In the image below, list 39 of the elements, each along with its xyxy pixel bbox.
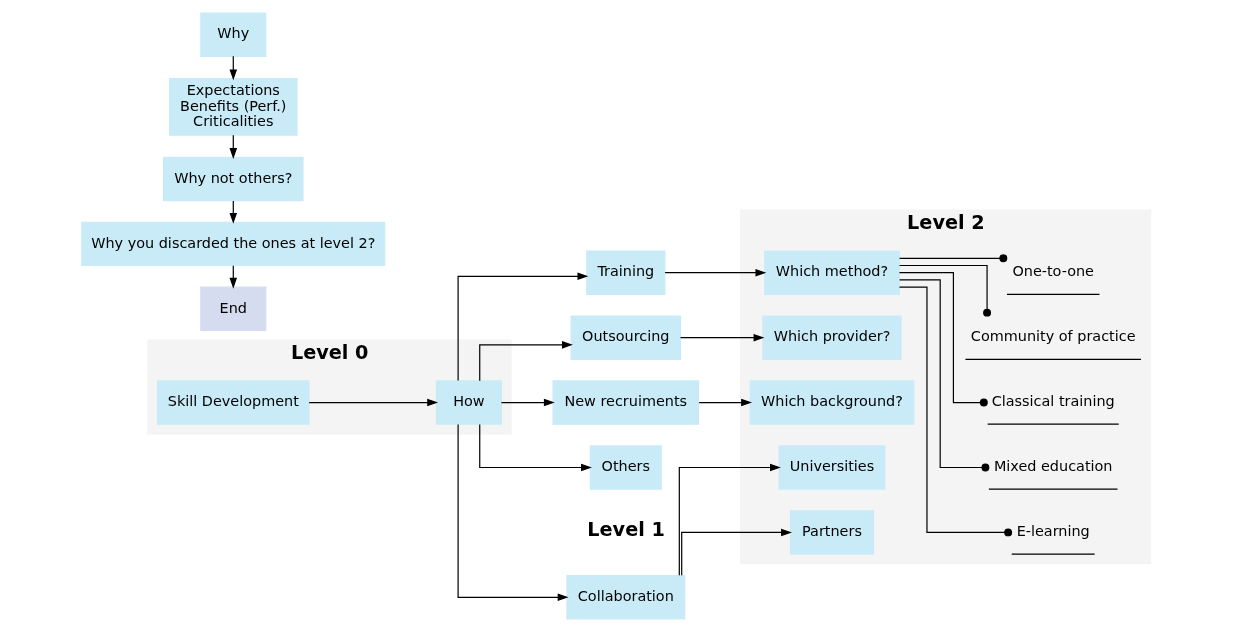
node-box: How [435,380,502,425]
node-box: Why [199,12,266,57]
node-box: End [199,286,266,332]
arrow [457,423,568,602]
node-box: Expectations Benefits (Perf.) Criticalities [168,77,298,136]
connector [898,264,991,317]
node-box: Which method? [763,250,900,295]
node-text: E-learning [1016,523,1090,540]
arrow [678,463,781,576]
connector [898,279,989,472]
node-box: Universities [778,445,885,490]
node-box: Which background? [749,380,914,425]
node-text: Classical training [991,393,1115,410]
node-text: Mixed education [993,458,1112,475]
node-box: Partners [789,510,874,555]
node-box: New recruiments [552,380,699,425]
arrow [457,272,588,382]
arrow [680,528,792,576]
arrow [679,333,764,342]
arrow [478,423,592,472]
node-box: Training [585,250,665,295]
node-box: Why you discarded the ones at level 2? [80,221,385,267]
connector [898,286,1012,537]
node-box: Skill Development [156,380,310,425]
arrow [478,341,573,382]
node-box: Collaboration [565,575,685,620]
arrow [500,398,555,407]
node-box: Why not others? [162,156,304,202]
node-box: Others [589,445,662,490]
connector [898,254,1007,263]
connector [898,272,988,407]
arrow [308,398,438,407]
arrow [663,268,766,277]
label: Level 1 [586,517,665,541]
node-text: Community of practice [970,328,1136,345]
node-box: Outsourcing [570,315,681,360]
node-box: Which provider? [761,315,902,360]
arrow [698,398,752,407]
node-text: One-to-one [1011,263,1094,280]
